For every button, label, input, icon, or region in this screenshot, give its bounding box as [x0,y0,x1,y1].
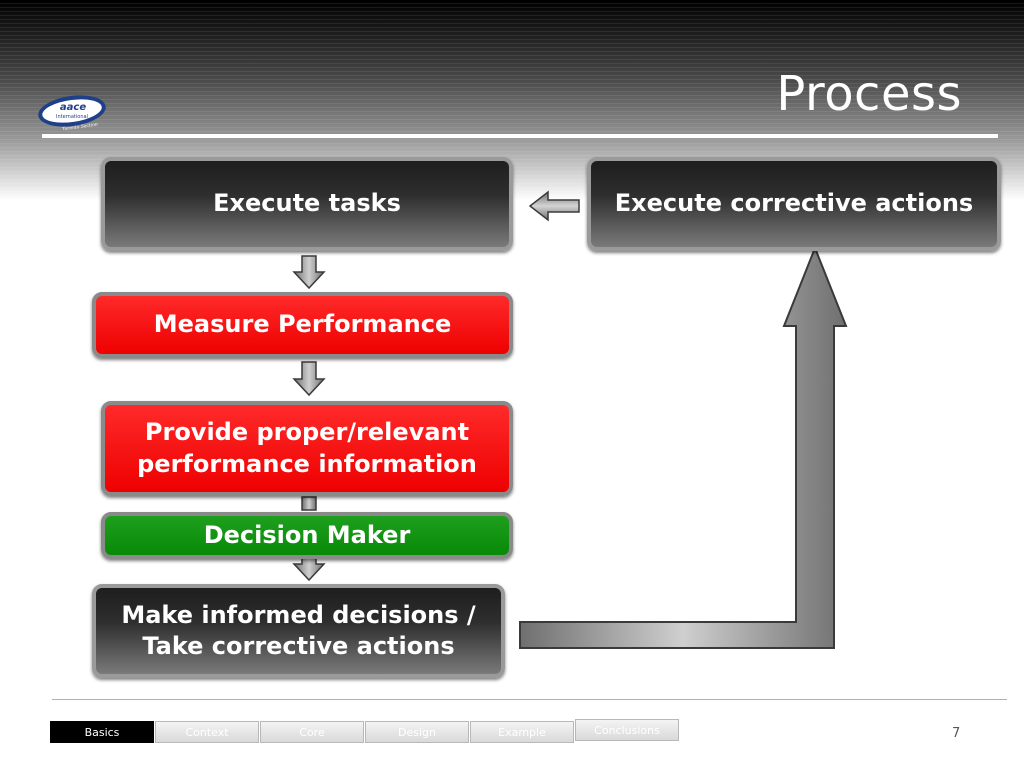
provide-line-2: performance information [137,449,477,478]
make-line-2: Take corrective actions [142,632,455,660]
make-decisions-box: Make informed decisions / Take correctiv… [92,584,505,678]
logo-tag-text: Toronto Section [62,122,99,130]
measure-performance-box: Measure Performance [92,292,513,358]
execute-corrective-box: Execute corrective actions [587,157,1001,251]
slide-title: Process [776,66,962,122]
nav-tab-context[interactable]: Context [155,721,259,743]
provide-line-1: Provide proper/relevant [144,418,470,447]
feedback-arrow [519,245,848,649]
execute-tasks-label: Execute tasks [213,189,401,218]
page-number: 7 [952,726,961,741]
nav-tab-example[interactable]: Example [470,721,574,743]
execute-tasks-box: Execute tasks [101,157,513,251]
execute-corrective-label: Execute corrective actions [614,189,974,218]
make-line-1: Make informed decisions / [121,600,476,629]
footer-divider [52,699,1007,700]
down-arrow-1 [292,255,326,290]
decision-maker-box: Decision Maker [101,512,513,559]
provide-information-box: Provide proper/relevant performance info… [101,401,513,496]
nav-tab-conclusions[interactable]: Conclusions [575,719,679,741]
logo-main-text: aace [60,102,86,113]
logo-sub-text: International [56,114,88,120]
title-divider [42,134,998,138]
measure-performance-label: Measure Performance [153,310,452,339]
section-nav: Basics Context Core Design Example Concl… [50,719,680,743]
nav-tab-core[interactable]: Core [260,721,364,743]
down-arrow-4 [292,557,326,582]
nav-tab-design[interactable]: Design [365,721,469,743]
down-arrow-3 [301,496,317,511]
decision-maker-label: Decision Maker [203,520,411,549]
down-arrow-2 [292,361,326,397]
left-arrow [528,190,580,222]
aace-logo: aace International Toronto Section [38,95,106,130]
nav-tab-basics[interactable]: Basics [50,721,154,743]
